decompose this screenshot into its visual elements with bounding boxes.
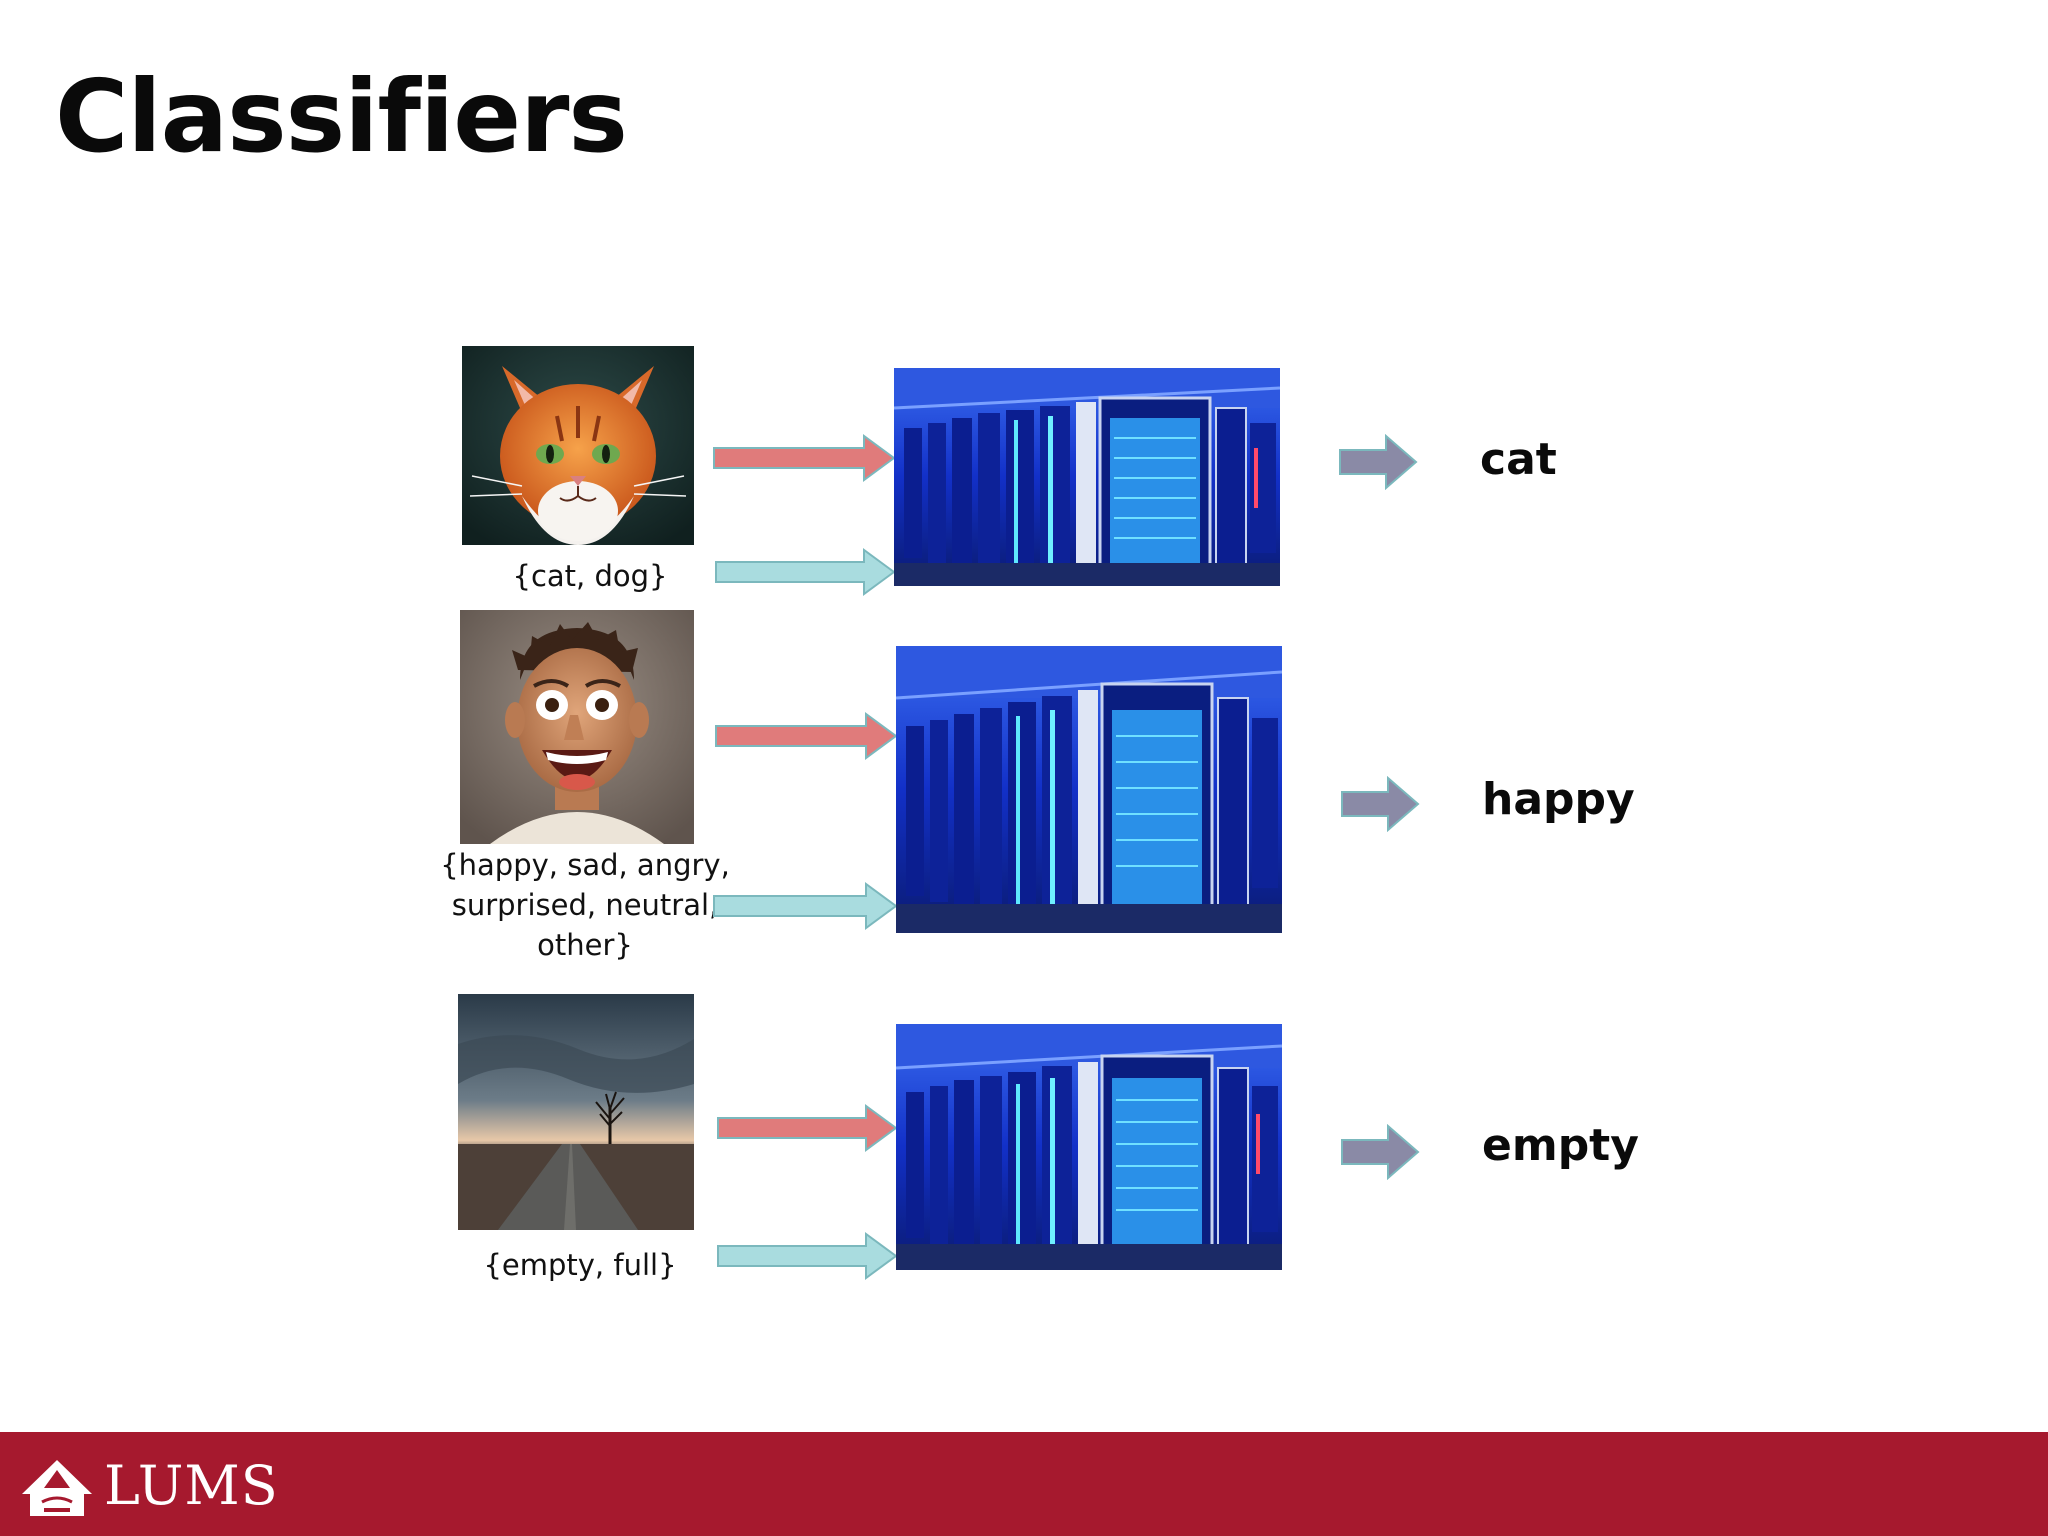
emotion-input-arrow bbox=[714, 712, 898, 760]
server-room-image-1 bbox=[894, 368, 1280, 586]
emotion-label-set-caption: {happy, sad, angry, surprised, neutral, … bbox=[440, 848, 730, 962]
emotion-labels-arrow bbox=[712, 882, 898, 930]
fullness-labels-arrow bbox=[716, 1232, 898, 1280]
footer-bar: LUMS bbox=[0, 1432, 2048, 1536]
fullness-input-arrow bbox=[716, 1104, 898, 1152]
lonely-road-image bbox=[458, 994, 694, 1230]
cat-image bbox=[462, 346, 694, 545]
server-room-image-3 bbox=[896, 1024, 1282, 1270]
fullness-result-label: empty bbox=[1482, 1120, 1639, 1171]
page-title: Classifiers bbox=[55, 58, 628, 175]
emotion-result-label: happy bbox=[1482, 774, 1635, 825]
excited-man-image bbox=[460, 610, 694, 844]
fullness-output-arrow bbox=[1340, 1124, 1420, 1180]
fullness-label-set-caption: {empty, full} bbox=[483, 1248, 677, 1282]
cat-labels-arrow bbox=[714, 548, 896, 596]
lums-crest-icon bbox=[20, 1458, 94, 1520]
server-room-image-2 bbox=[896, 646, 1282, 933]
lums-logo-text: LUMS bbox=[104, 1454, 279, 1517]
cat-result-label: cat bbox=[1480, 434, 1557, 485]
emotion-output-arrow bbox=[1340, 776, 1420, 832]
cat-output-arrow bbox=[1338, 434, 1418, 490]
cat-label-set-caption: {cat, dog} bbox=[512, 559, 668, 593]
cat-input-arrow bbox=[712, 434, 896, 482]
